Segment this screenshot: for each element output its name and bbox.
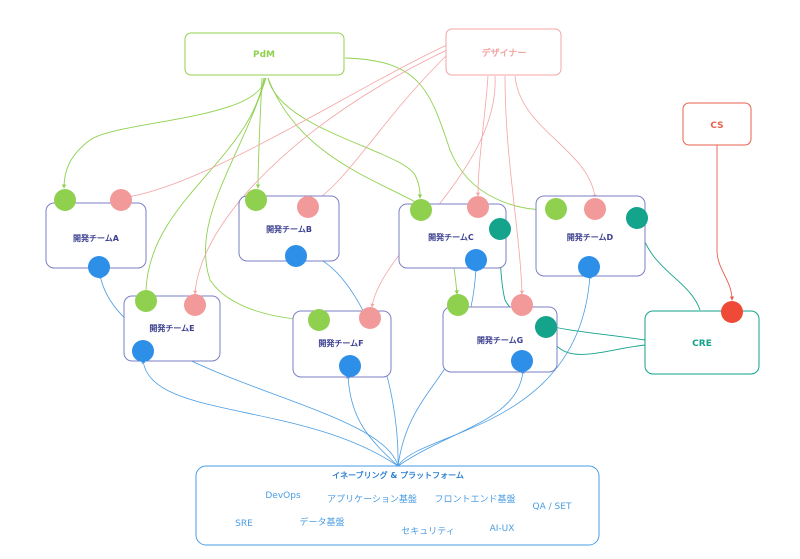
team-d-designer-dot bbox=[584, 198, 606, 220]
team-c-designer-dot bbox=[467, 196, 489, 218]
team-b-pdm-dot bbox=[245, 189, 267, 211]
team-c-platform-dot bbox=[465, 249, 487, 271]
pdm-node[interactable]: PdM bbox=[184, 32, 345, 76]
team-d-label: 開発チームD bbox=[567, 232, 614, 242]
team-f-platform-dot bbox=[339, 355, 361, 377]
team-c-label: 開発チームC bbox=[428, 232, 474, 242]
designer-to-team-a bbox=[119, 44, 448, 200]
team-b-platform-dot bbox=[285, 245, 307, 267]
team-a-label: 開発チームA bbox=[73, 233, 120, 243]
designer-connectors bbox=[119, 44, 597, 308]
team-e-designer-dot bbox=[184, 294, 206, 316]
team-g-platform-dot bbox=[511, 350, 533, 372]
pdm-connectors bbox=[61, 57, 549, 323]
platform-item-data: データ基盤 bbox=[299, 516, 344, 528]
platform-to-team-a bbox=[98, 274, 399, 467]
platform-to-team-f bbox=[346, 374, 399, 467]
platform-to-team-e bbox=[141, 359, 399, 467]
platform-item-qa: QA / SET bbox=[533, 502, 572, 512]
platform-item-app: アプリケーション基盤 bbox=[327, 493, 417, 505]
team-b-label: 開発チームB bbox=[266, 224, 312, 234]
team-g-pdm-dot bbox=[447, 294, 469, 316]
platform-item-aiux: AI-UX bbox=[490, 524, 515, 534]
team-e-label: 開発チームE bbox=[149, 323, 194, 333]
pdm-to-team-a bbox=[61, 77, 266, 189]
cre-node[interactable]: CRE bbox=[644, 310, 760, 375]
cs-to-cre bbox=[716, 145, 735, 301]
team-f-label: 開発チームF bbox=[318, 338, 363, 348]
pdm-to-team-c bbox=[267, 77, 423, 199]
cre-label: CRE bbox=[692, 339, 712, 349]
cs-node[interactable]: CS bbox=[682, 102, 752, 146]
platform-item-security: セキュリティ bbox=[401, 526, 454, 537]
cs-connectors bbox=[716, 145, 735, 301]
pdm-to-team-f bbox=[205, 77, 319, 323]
cs-label: CS bbox=[710, 121, 723, 131]
pdm-label: PdM bbox=[253, 50, 275, 60]
platform-node[interactable]: イネーブリング & プラットフォーム DevOps アプリケーション基盤 フロン… bbox=[195, 465, 600, 546]
cre-cs-dot bbox=[721, 301, 743, 323]
designer-to-team-f bbox=[370, 75, 496, 308]
connection-dots bbox=[54, 189, 743, 377]
designer-to-team-d bbox=[514, 75, 597, 199]
platform-item-devops: DevOps bbox=[265, 491, 301, 501]
team-d-pdm-dot bbox=[545, 198, 567, 220]
team-a-pdm-dot bbox=[54, 189, 76, 211]
team-d-platform-dot bbox=[578, 256, 600, 278]
team-c-cre-dot bbox=[489, 218, 511, 240]
designer-to-team-b bbox=[309, 51, 451, 206]
platform-item-sre: SRE bbox=[235, 519, 253, 529]
platform-to-team-g bbox=[397, 369, 525, 467]
team-a-platform-dot bbox=[88, 256, 110, 278]
designer-to-team-g bbox=[504, 75, 524, 295]
team-a-designer-dot bbox=[110, 189, 132, 211]
pdm-to-team-e bbox=[145, 77, 265, 291]
platform-to-team-c bbox=[397, 267, 478, 467]
team-d-cre-dot bbox=[626, 207, 648, 229]
platform-title: イネーブリング & プラットフォーム bbox=[332, 470, 464, 480]
platform-to-team-d bbox=[397, 274, 592, 467]
cre-to-team-d bbox=[638, 227, 701, 311]
pdm-to-team-d bbox=[344, 57, 549, 213]
team-g-node[interactable]: 開発チームG bbox=[442, 306, 558, 373]
designer-node[interactable]: デザイナー bbox=[445, 28, 562, 76]
team-e-platform-dot bbox=[132, 340, 154, 362]
team-b-designer-dot bbox=[297, 196, 319, 218]
designer-label: デザイナー bbox=[482, 47, 527, 59]
team-f-designer-dot bbox=[359, 307, 381, 329]
designer-to-team-c bbox=[476, 75, 489, 197]
team-e-pdm-dot bbox=[135, 290, 157, 312]
platform-item-frontend: フロントエンド基盤 bbox=[434, 493, 515, 505]
team-c-pdm-dot bbox=[410, 199, 432, 221]
team-f-pdm-dot bbox=[308, 309, 330, 331]
team-g-label: 開発チームG bbox=[477, 335, 523, 345]
team-g-designer-dot bbox=[511, 294, 533, 316]
team-g-cre-dot bbox=[535, 316, 557, 338]
designer-to-team-e bbox=[193, 49, 448, 295]
